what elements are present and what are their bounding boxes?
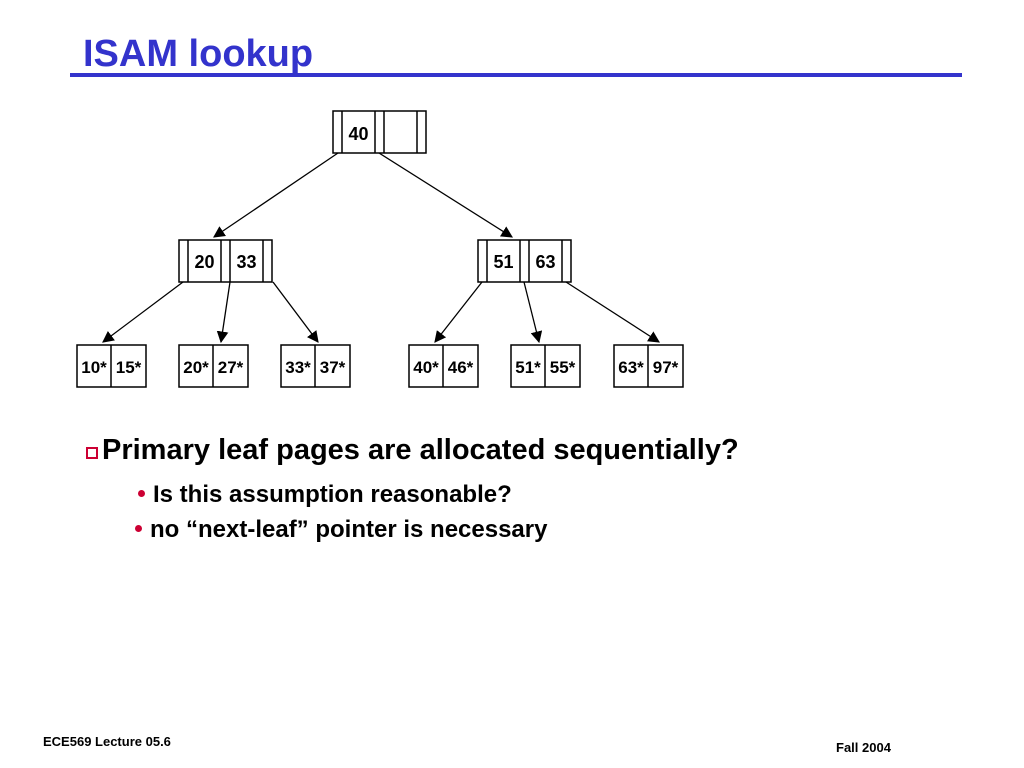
pointer-arrow <box>216 281 231 344</box>
dot-bullet-icon <box>138 490 145 498</box>
root-key: 40 <box>348 124 368 144</box>
internal-key: 20 <box>194 252 214 272</box>
root-node-box <box>332 110 427 154</box>
pointer-arrow <box>213 152 339 238</box>
internal-node-left: 20 33 <box>178 239 273 283</box>
leaf-entry: 33* <box>285 358 311 377</box>
pointer-arrow <box>565 281 660 343</box>
leaf-entry: 55* <box>550 358 576 377</box>
root-node: 40 <box>332 110 427 154</box>
internal-key: 63 <box>535 252 555 272</box>
leaf-entry: 63* <box>618 358 644 377</box>
leaf-entry: 51* <box>515 358 541 377</box>
pointer-arrow <box>523 281 543 344</box>
internal-node-right: 51 63 <box>477 239 572 283</box>
sub-bullet-text: Is this assumption reasonable? <box>153 481 512 508</box>
square-bullet-icon <box>86 446 98 459</box>
pointer-arrow <box>378 152 513 238</box>
internal-key: 33 <box>236 252 256 272</box>
isam-tree-diagram: 40 20 33 51 63 10* 15* 20* 27* 33* 37* <box>76 110 684 388</box>
pointer-arrow <box>102 281 184 343</box>
leaf-entry: 97* <box>653 358 679 377</box>
leaf-page: 40* 46* <box>408 344 479 388</box>
internal-key: 51 <box>493 252 513 272</box>
sub-bullet-text: no “next-leaf” pointer is necessary <box>150 516 548 543</box>
sub-bullet: Is this assumption reasonable? <box>138 480 512 510</box>
leaf-entry: 10* <box>81 358 107 377</box>
footer-term: Fall 2004 <box>836 740 891 755</box>
leaf-page: 51* 55* <box>510 344 581 388</box>
leaf-page: 10* 15* <box>76 344 147 388</box>
leaf-entry: 46* <box>448 358 474 377</box>
leaf-page: 33* 37* <box>280 344 351 388</box>
dot-bullet-icon <box>135 525 142 533</box>
slide-title: ISAM lookup <box>83 33 314 75</box>
internal-node-box <box>477 239 572 283</box>
internal-node-box <box>178 239 273 283</box>
leaf-entry: 27* <box>218 358 244 377</box>
leaf-entry: 40* <box>413 358 439 377</box>
pointer-arrow <box>272 281 319 343</box>
leaf-page: 20* 27* <box>178 344 249 388</box>
sub-bullet: no “next-leaf” pointer is necessary <box>135 515 547 545</box>
leaf-entry: 15* <box>116 358 142 377</box>
leaf-entry: 20* <box>183 358 209 377</box>
title-underline <box>70 73 962 77</box>
pointer-arrow <box>434 281 483 343</box>
leaf-entry: 37* <box>320 358 346 377</box>
footer-lecture: ECE569 Lecture 05.6 <box>43 734 171 749</box>
bullet-main: Primary leaf pages are allocated sequent… <box>86 432 739 468</box>
leaf-page: 63* 97* <box>613 344 684 388</box>
bullet-main-text: Primary leaf pages are allocated sequent… <box>102 434 739 466</box>
